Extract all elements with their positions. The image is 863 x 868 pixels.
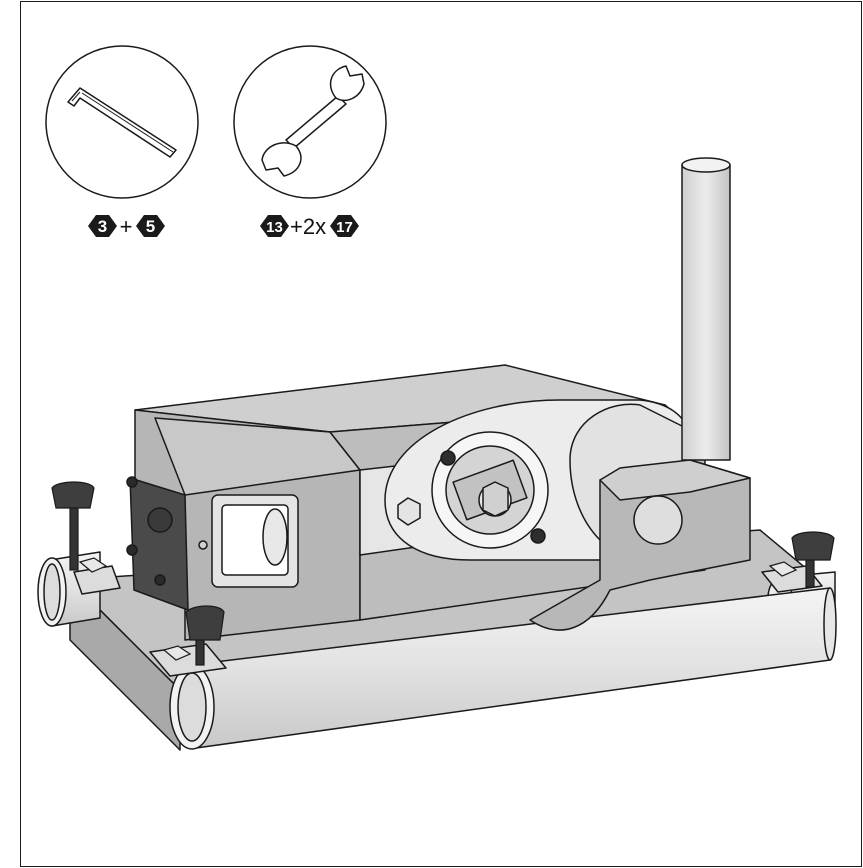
wrench-tool [233, 45, 387, 199]
wrench-sizes: 13 +2x 17 [260, 214, 359, 239]
size-badge: 3 [88, 215, 117, 237]
clamp-knob-left[interactable] [51, 481, 108, 573]
size-badge-5: 5 [146, 217, 155, 236]
size-badge-17: 17 [336, 219, 353, 236]
size-badge: 5 [136, 215, 165, 237]
size-badge-13: 13 [266, 219, 283, 236]
hex-key-tool [45, 45, 199, 199]
size-joiner: + [120, 214, 133, 239]
size-badge: 13 [260, 215, 289, 237]
vertical-post [681, 164, 731, 461]
hex-nut [397, 497, 421, 526]
flange-plate [129, 477, 189, 611]
machine-assembly [37, 157, 837, 751]
end-block [529, 459, 751, 631]
size-joiner: +2x [290, 214, 326, 239]
size-badge-3: 3 [98, 217, 107, 236]
hex-key-icon [67, 87, 177, 158]
hex-key-sizes: 3 + 5 [88, 214, 165, 239]
open-end-wrench-icon [261, 65, 365, 177]
clamp-knob-front[interactable] [162, 605, 225, 666]
size-badge: 17 [330, 215, 359, 237]
clamp-knob-right[interactable] [768, 531, 835, 588]
